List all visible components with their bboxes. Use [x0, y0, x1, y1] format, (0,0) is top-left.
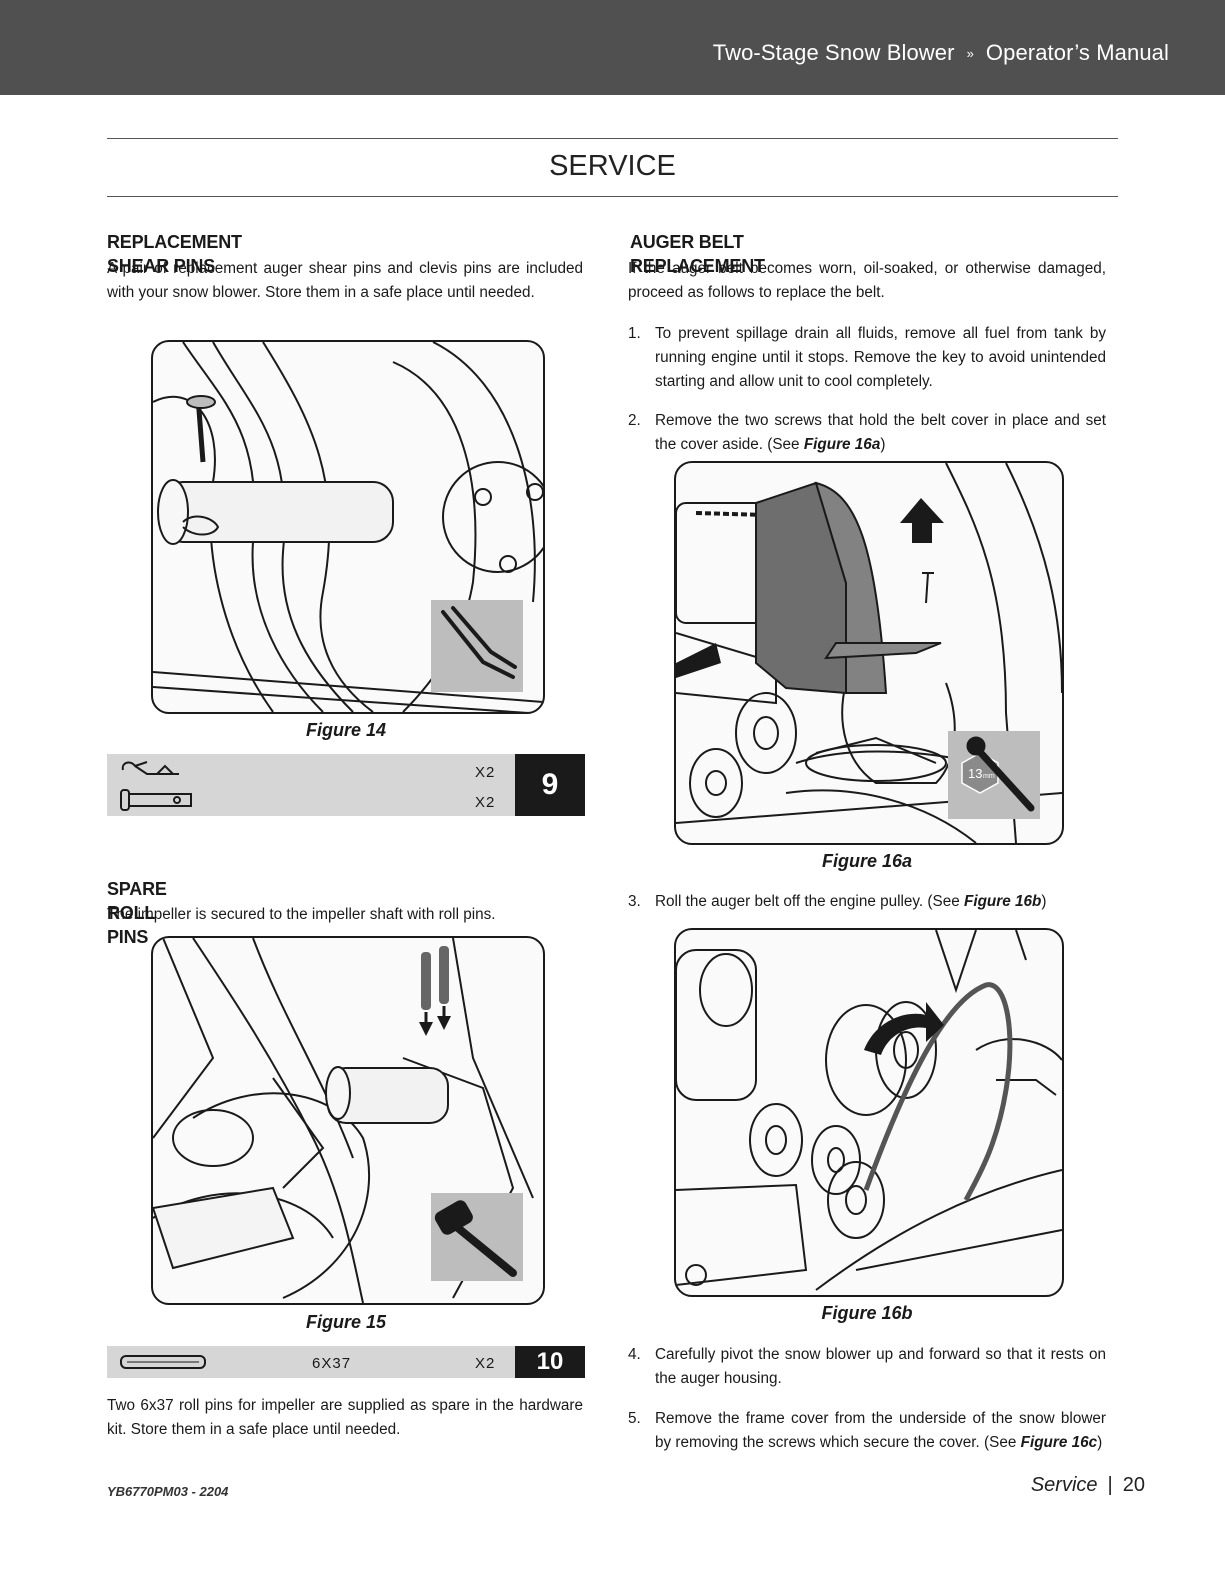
roll-pins-note: Two 6x37 roll pins for impeller are supp… [107, 1397, 583, 1438]
hardware-10-qty: X2 [475, 1355, 496, 1372]
roll-pins-body: The impeller is secured to the impeller … [107, 906, 496, 923]
shear-pins-heading: REPLACEMENT SHEAR PINS [107, 232, 242, 276]
step-4-number: 4. [628, 1346, 641, 1363]
step-5-number: 5. [628, 1410, 641, 1427]
clevis-pin-icon [120, 761, 192, 811]
document-code: YB6770PM03 - 2204 [107, 1484, 229, 1499]
roll-pins-heading: SPARE ROLL PINS [107, 879, 167, 947]
hardware-9-qty-2: X2 [475, 794, 496, 811]
header-manual: Operator’s Manual [985, 40, 1169, 65]
auger-belt-intro: If the auger belt becomes worn, oil-soak… [628, 260, 1106, 301]
shear-pins-body: A pair of replacement auger shear pins a… [107, 260, 583, 301]
figure-15-caption: Figure 15 [305, 1312, 387, 1332]
step-2: 2. Remove the two screws that hold the b… [628, 409, 1106, 457]
page-title: SERVICE [549, 150, 676, 182]
step-2-close: ) [880, 436, 886, 453]
figure-16b-caption: Figure 16b [821, 1303, 913, 1323]
header-band: Two-Stage Snow Blower » Operator’s Manual [0, 0, 1225, 95]
header-separator: » [966, 46, 974, 61]
step-3-body: Roll the auger belt off the engine pulle… [655, 893, 964, 910]
step-2-body: Remove the two screws that hold the belt… [655, 412, 1106, 453]
page-number: 20 [1122, 1474, 1145, 1496]
step-4: 4. Carefully pivot the snow blower up an… [628, 1343, 1106, 1391]
header-title: Two-Stage Snow Blower » Operator’s Manual [713, 40, 1169, 66]
title-rule-bottom [107, 196, 1118, 197]
step-2-number: 2. [628, 412, 641, 429]
step-4-text: Carefully pivot the snow blower up and f… [655, 1346, 1106, 1387]
socket-size-label: 13 [968, 766, 982, 781]
title-rule-top [107, 138, 1118, 139]
step-5-figure-ref[interactable]: Figure 16c [1020, 1434, 1098, 1451]
step-5-close: ) [1097, 1434, 1103, 1451]
socket-size-unit: mm [983, 773, 995, 780]
figure-16a-illustration: 13 mm [674, 461, 1064, 845]
hardware-bar-9: X2 X2 [107, 754, 515, 816]
header-product: Two-Stage Snow Blower [712, 40, 955, 65]
figure-16b-illustration [674, 928, 1064, 1297]
hardware-bar-10: 6X37 X2 [107, 1346, 515, 1378]
step-3-figure-ref[interactable]: Figure 16b [963, 893, 1042, 910]
step-1: 1. To prevent spillage drain all fluids,… [628, 322, 1106, 394]
step-3-close: ) [1041, 893, 1047, 910]
figure-14-illustration [151, 340, 545, 714]
step-3: 3. Roll the auger belt off the engine pu… [628, 890, 1106, 914]
figure-14-caption: Figure 14 [305, 720, 387, 740]
step-5-body: Remove the frame cover from the undersid… [655, 1410, 1106, 1451]
step-3-text: Roll the auger belt off the engine pulle… [655, 890, 1106, 914]
step-1-text: To prevent spillage drain all fluids, re… [655, 325, 1106, 390]
roll-pin-icon [120, 1355, 206, 1369]
step-3-number: 3. [628, 893, 641, 910]
footer-section: Service [1030, 1474, 1098, 1496]
auger-belt-heading: AUGER BELT REPLACEMENT [630, 232, 765, 276]
figure-16a-caption: Figure 16a [821, 851, 913, 871]
step-5-text: Remove the frame cover from the undersid… [655, 1407, 1106, 1455]
step-1-number: 1. [628, 325, 641, 342]
step-2-figure-ref[interactable]: Figure 16a [803, 436, 881, 453]
page-footer: Service | 20 [1031, 1474, 1145, 1497]
figure-15-illustration [151, 936, 545, 1305]
step-5: 5. Remove the frame cover from the under… [628, 1407, 1106, 1455]
step-2-text: Remove the two screws that hold the belt… [655, 409, 1106, 457]
hardware-key-9: 9 [515, 754, 585, 816]
hardware-10-size: 6X37 [312, 1355, 352, 1372]
footer-divider: | [1107, 1474, 1113, 1496]
hardware-key-10: 10 [515, 1346, 585, 1378]
hardware-9-qty-1: X2 [475, 764, 496, 781]
